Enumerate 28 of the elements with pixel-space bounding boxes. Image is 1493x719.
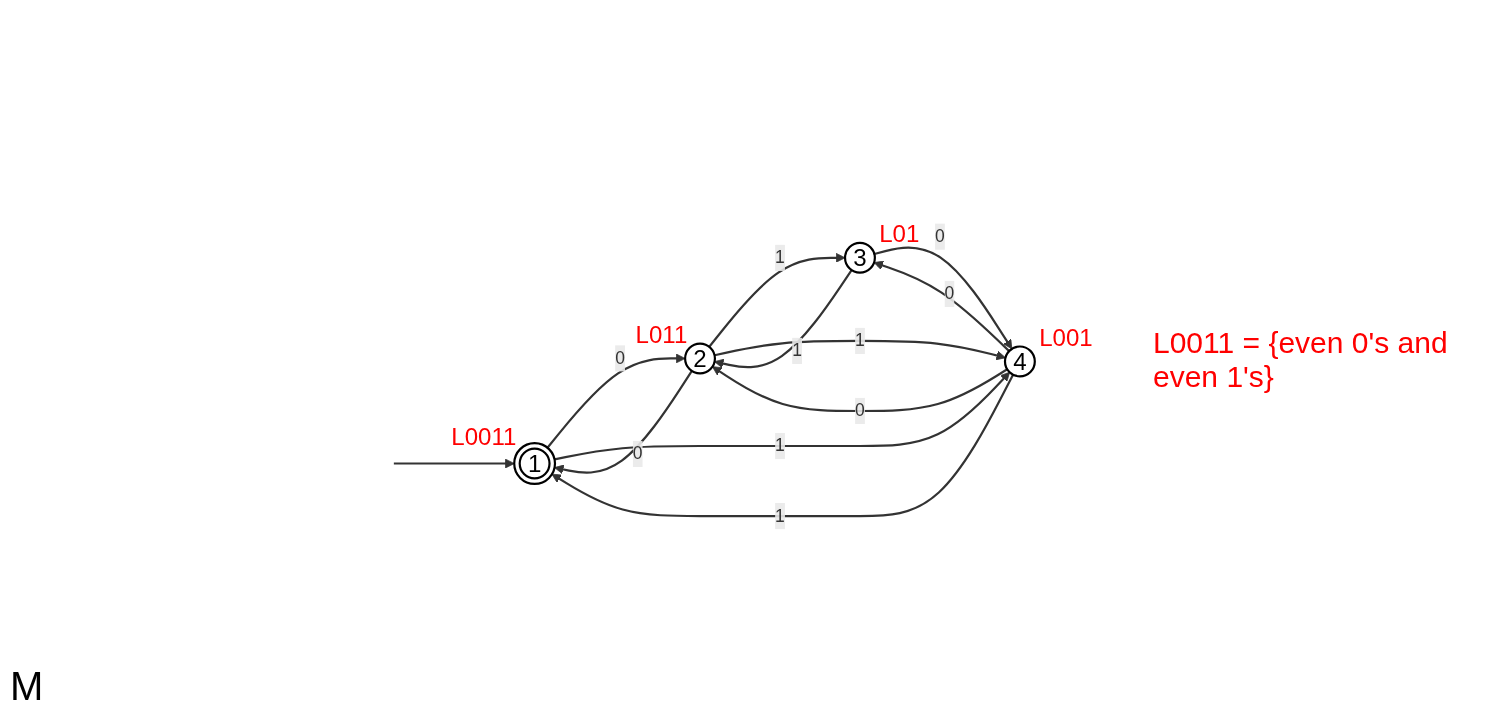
arrow xyxy=(714,339,1006,360)
edge-label: 0 xyxy=(935,226,945,245)
edge-label: 0 xyxy=(632,443,643,463)
machine-name: M xyxy=(10,664,45,709)
edge-label: 1 xyxy=(775,505,785,525)
edge-label: 1 xyxy=(792,340,802,360)
arrow xyxy=(714,269,853,368)
edge-label: 0 xyxy=(944,283,955,303)
arrow xyxy=(393,458,515,468)
edge-label: 1 xyxy=(855,330,865,350)
arrow xyxy=(712,365,1008,412)
node-circle: 4 xyxy=(1003,344,1036,377)
arrow xyxy=(546,353,686,448)
state-label: L001 xyxy=(1039,323,1093,351)
arrow xyxy=(551,373,1015,517)
edge-label: 1 xyxy=(775,247,785,267)
arrow xyxy=(873,260,1010,352)
arrow xyxy=(708,252,846,348)
arrow xyxy=(554,371,1011,461)
node-circle: 2 xyxy=(684,342,717,375)
edge-label: 0 xyxy=(855,400,865,420)
arrow xyxy=(874,246,1013,349)
language-definition: L0011 = {even 0's and even 1's} xyxy=(1153,325,1449,394)
edge-label: 0 xyxy=(615,348,625,367)
arrow xyxy=(554,369,693,474)
state-label: L01 xyxy=(879,219,920,247)
edge-label: 1 xyxy=(775,435,785,455)
node-circle: 3 xyxy=(843,241,876,274)
